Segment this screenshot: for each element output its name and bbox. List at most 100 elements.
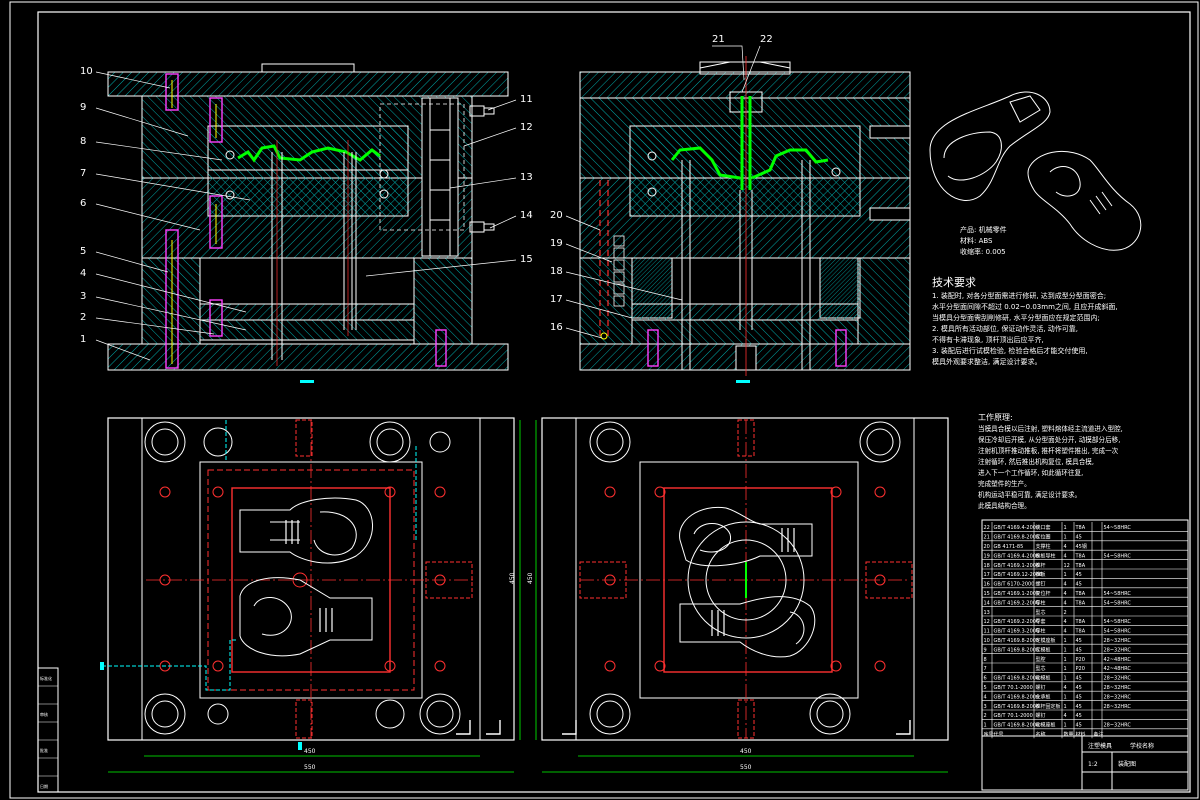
callout-9: 9 [80, 102, 86, 113]
callout-3: 3 [80, 291, 86, 302]
bom-cell: 支承板 [1036, 693, 1051, 700]
bom-cell: 4 [1064, 553, 1067, 559]
bom-cell: 1 [1064, 694, 1067, 700]
bom-cell: 15 [984, 591, 990, 597]
callout-7: 7 [80, 168, 86, 179]
tech-req-line: 当模具分型面需刮削修研, 水平分型面应在规定范围内; [932, 313, 1100, 322]
outer-frame [9, 1, 1199, 799]
bom-cell: GB/T 4169.8-2006 [994, 647, 1040, 653]
bom-cell: 45 [1076, 713, 1082, 719]
bom-cell: 54~58HRC [1104, 525, 1132, 531]
tech-req-line: 不得有卡滞现象, 顶杆顶出后应平齐, [932, 335, 1044, 344]
bom-cell: 1 [984, 723, 987, 729]
callout-19: 19 [550, 238, 563, 249]
right-leader-lines [565, 45, 761, 339]
bom-cell: 28~32HRC [1104, 647, 1132, 653]
work-principle-line: 保压冷却后开模, 从分型面处分开, 动模部分后移, [978, 435, 1120, 444]
bom-cell: P20 [1076, 666, 1085, 672]
bom-cell: 42~48HRC [1104, 657, 1132, 663]
bom-cell: 型腔 [1036, 656, 1046, 663]
dim-height-right: 450 [527, 572, 534, 584]
bom-cell: 4 [984, 694, 987, 700]
right-section-view [579, 56, 911, 383]
part-note-line2: 材料: ABS [960, 236, 993, 245]
bom-cell: 4 [1064, 629, 1067, 635]
bom-cell: GB/T 4169.1-2006 [994, 563, 1040, 569]
tech-req-line: 3. 装配后进行试模检验, 检验合格后才能交付使用, [932, 346, 1088, 355]
work-principle-line: 注射机顶杆推动推板, 推杆将塑件推出, 完成一次 [978, 446, 1119, 455]
tech-req-line: 2. 模具所有活动部位, 保证动作灵活, 动作可靠, [932, 324, 1078, 333]
dim-width-left-outer: 550 [304, 764, 316, 771]
bom-cell: 推杆固定板 [1036, 703, 1061, 710]
bom-cell: 型芯 [1036, 609, 1046, 616]
bom-cell: GB/T 4169.4-2006 [994, 553, 1040, 559]
bom-cell: GB/T 4169.8-2006 [994, 723, 1040, 729]
bom-cell: 45 [1076, 638, 1082, 644]
callout-15: 15 [520, 254, 533, 265]
bom-cell: GB/T 4169.8-2006 [994, 535, 1040, 541]
bom-cell: 动模板 [1036, 675, 1051, 682]
bom-cell: 推板 [1036, 571, 1046, 578]
bom-header-cell: 备注 [1094, 731, 1104, 738]
dim-height-left: 450 [509, 572, 516, 584]
bom-cell: 复位杆 [1036, 590, 1051, 597]
bom-cell: T8A [1075, 629, 1086, 635]
bom-cell: 54~58HRC [1104, 629, 1132, 635]
bom-header-cell: 数量 [1064, 731, 1074, 738]
title-scale: 1:2 [1088, 761, 1098, 768]
bom-cell: 45 [1076, 572, 1082, 578]
bom-cell: GB/T 70.1-2000 [994, 713, 1033, 719]
callout-17: 17 [550, 294, 563, 305]
bom-cell: 导套 [1036, 618, 1046, 625]
bom-cell: 19 [984, 553, 990, 559]
bom-cell: 28~32HRC [1104, 694, 1132, 700]
callout-8: 8 [80, 136, 86, 147]
tech-req-line: 水平分型面间隙不超过 0.02~0.03mm之间, 且应开成斜面, [932, 302, 1118, 311]
bom-cell: GB/T 4169.4-2006 [994, 525, 1040, 531]
bom-cell: GB/T 4169.3-2006 [994, 629, 1040, 635]
bom-cell: 1 [1064, 666, 1067, 672]
callout-6: 6 [80, 198, 86, 209]
work-principle-line: 进入下一个工作循环, 如此循环往复, [978, 468, 1083, 477]
callout-20: 20 [550, 210, 563, 221]
bom-cell: 螺钉 [1036, 712, 1046, 719]
inner-frame [37, 11, 1191, 793]
bom-cell: 2 [984, 713, 987, 719]
bom-cell: 螺钉 [1036, 684, 1046, 691]
bom-cell: 3 [984, 704, 987, 710]
work-principle: 工作原理: 当模具合模以后注射, 塑料熔体经主流道进入型腔, 保压冷却后开模, … [978, 412, 1123, 510]
bom-cell: 18 [984, 563, 990, 569]
bom-cell: 4 [1064, 600, 1067, 606]
work-principle-title: 工作原理: [978, 412, 1013, 422]
bom-cell: 1 [1064, 535, 1067, 541]
bom-cell: GB/T 4169.12-2006 [994, 572, 1043, 578]
stamp-cell: 日期 [40, 783, 48, 789]
bom-cell: 16 [984, 582, 990, 588]
part-note-line1: 产品: 机械零件 [960, 225, 1007, 234]
bom-cell: 4 [1064, 619, 1067, 625]
tech-req-title: 技术要求 [932, 276, 976, 289]
stamp-cell: 标准化 [40, 675, 52, 681]
bom-cell: 22 [984, 525, 990, 531]
right-plan-dims: 450 550 450 [527, 572, 752, 771]
callout-16: 16 [550, 322, 563, 333]
bom-cell: 20 [984, 544, 990, 550]
work-principle-line: 完成塑件的生产。 [978, 479, 1031, 488]
left-section-view [107, 63, 509, 383]
bom-cell: 28~32HRC [1104, 704, 1132, 710]
bom-cell: 支撑柱 [1036, 543, 1051, 550]
callout-1: 1 [80, 334, 86, 345]
bom-cell: T8A [1075, 525, 1086, 531]
bom-cell: 54~58HRC [1104, 600, 1132, 606]
bom-cell: 54~58HRC [1104, 619, 1132, 625]
callout-14: 14 [520, 210, 533, 221]
callout-5: 5 [80, 246, 86, 257]
bom-cell: GB/T 4169.2-2006 [994, 619, 1040, 625]
bom-cell: T8A [1075, 553, 1086, 559]
bom-cell: 1 [1064, 525, 1067, 531]
bom-cell: 14 [984, 600, 990, 606]
bom-cell: GB/T 6170-2000 [994, 582, 1035, 588]
bom-cell: 28~32HRC [1104, 676, 1132, 682]
